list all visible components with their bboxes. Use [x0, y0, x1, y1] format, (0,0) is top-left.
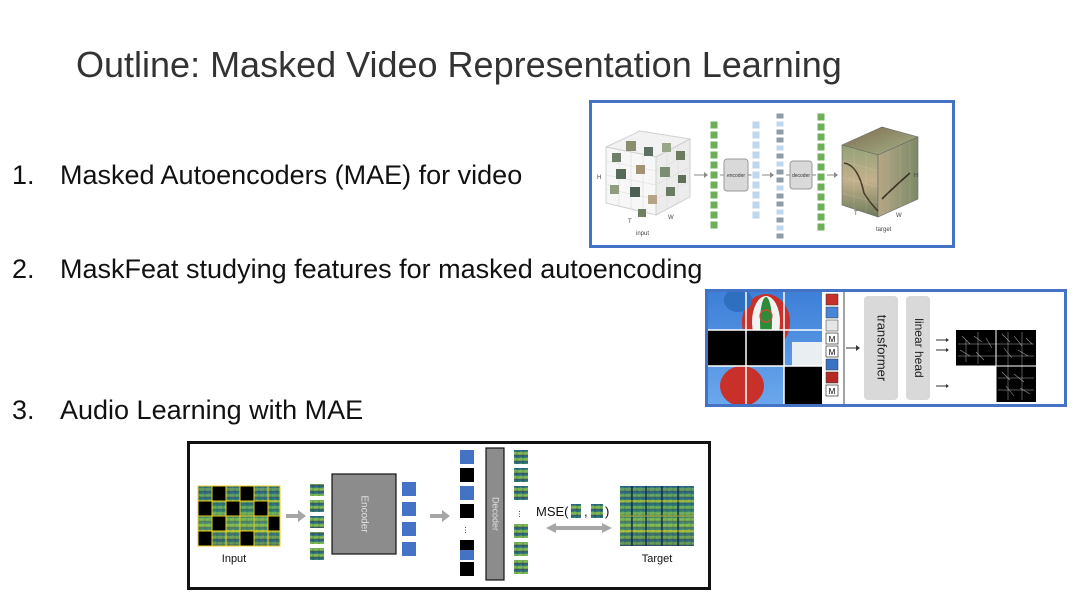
full-token-column — [775, 112, 785, 240]
target-cube: H T W target — [841, 126, 919, 233]
visible-patch-column — [310, 484, 324, 560]
slide-title: Outline: Masked Video Representation Lea… — [76, 44, 842, 85]
axis-h-label: H — [597, 175, 601, 181]
audio-mae-diagram: Input Encoder — [197, 447, 694, 581]
transformer-label: transformer — [875, 315, 890, 382]
outline-item-number: 2. — [12, 254, 35, 284]
encoder-label: encoder — [727, 173, 745, 179]
axis-w-label: W — [668, 215, 674, 221]
input-label: Input — [222, 553, 246, 565]
outline-item-text: Masked Autoencoders (MAE) for video — [60, 160, 523, 190]
loss-label: MSE( — [536, 504, 569, 519]
outline-item-2: 2. MaskFeat studying features for masked … — [12, 254, 702, 285]
outline-item-text: MaskFeat studying features for masked au… — [60, 254, 703, 284]
target-axis-h: H — [914, 173, 918, 179]
arrow-right-icon — [430, 510, 450, 522]
ellipsis: ... — [463, 526, 473, 534]
encoded-token-column — [402, 482, 416, 556]
mask-token: M — [829, 387, 836, 396]
input-label: input — [636, 231, 649, 237]
video-mae-diagram: H T W input — [597, 112, 919, 240]
target-label: Target — [642, 553, 673, 565]
target-spectrogram: Target — [620, 486, 694, 565]
full-token-column: ... — [460, 450, 474, 576]
mse-loss: MSE( , ) — [536, 504, 612, 533]
loss-close: ) — [605, 504, 609, 519]
latent-column — [751, 120, 761, 220]
linear-head-label: linear head — [912, 318, 926, 377]
output-token-column — [816, 112, 826, 232]
output-arrows — [936, 339, 946, 387]
outline-item-3: 3. Audio Learning with MAE — [12, 395, 363, 426]
target-axis-w: W — [896, 213, 902, 219]
outline-item-1: 1. Masked Autoencoders (MAE) for video — [12, 160, 522, 191]
ellipsis: ... — [517, 510, 527, 518]
axis-t-label: T — [628, 219, 632, 225]
audio-mae-figure: Input Encoder — [187, 441, 711, 590]
double-arrow-icon — [546, 523, 612, 533]
token-column: M M M — [825, 293, 839, 397]
transformer-block — [864, 296, 898, 400]
loss-separator: , — [584, 504, 588, 519]
reconstructed-patch-column: ... — [514, 450, 528, 574]
video-mae-figure: H T W input — [589, 100, 955, 248]
decoder-block — [485, 447, 505, 581]
visible-token-column — [709, 120, 719, 231]
input-spectrogram: Input — [197, 485, 281, 565]
arrow-right-icon — [286, 510, 306, 522]
input-cube: H T W input — [597, 130, 692, 237]
outline-item-number: 3. — [12, 395, 35, 425]
target-label: target — [876, 227, 892, 233]
target-axis-t: T — [854, 211, 858, 217]
maskfeat-figure: M M M transformer linear head — [705, 289, 1067, 407]
linear-head-block — [906, 296, 930, 400]
mask-token: M — [829, 335, 836, 344]
decoder-label: Decoder — [491, 497, 501, 531]
maskfeat-diagram: M M M transformer linear head — [708, 292, 1036, 404]
hog-target — [956, 330, 1036, 402]
outline-item-text: Audio Learning with MAE — [60, 395, 364, 425]
masked-image — [708, 292, 822, 404]
outline-item-number: 1. — [12, 160, 35, 190]
decoder-label: decoder — [792, 173, 810, 179]
encoder-label: Encoder — [358, 495, 369, 533]
encoder-block — [331, 473, 397, 555]
mask-token: M — [829, 348, 836, 357]
